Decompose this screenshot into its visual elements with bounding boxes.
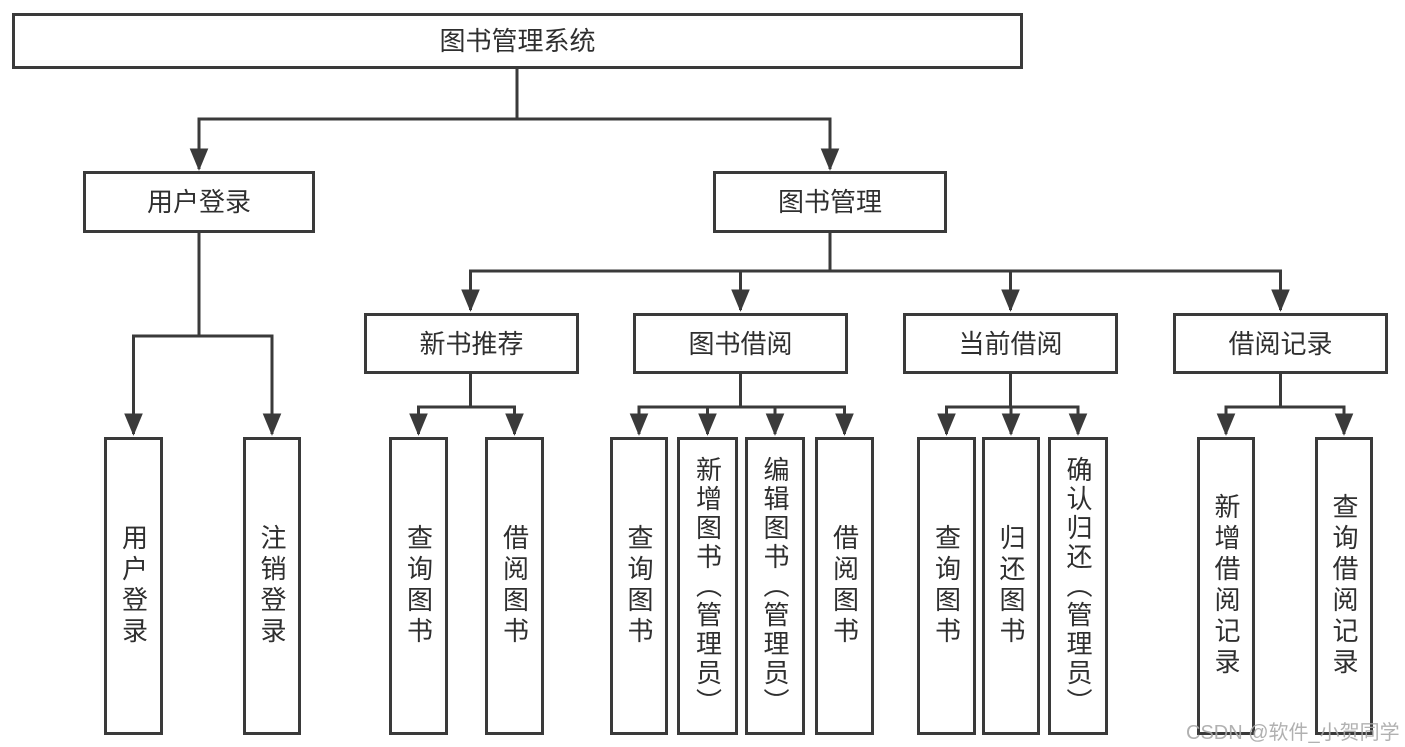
leaf-query-books-current: 查询图书 [917, 437, 976, 735]
leaf-borrow-books-borrowing: 借阅图书 [815, 437, 874, 735]
leaf-logout: 注销登录 [243, 437, 301, 735]
node-borrowing-records: 借阅记录 [1173, 313, 1388, 374]
node-label: 借阅记录 [1228, 328, 1333, 359]
node-label: 新增借阅记录 [1211, 493, 1241, 679]
node-label: 图书借阅 [688, 328, 793, 359]
leaf-borrow-books-recommend: 借阅图书 [485, 437, 544, 735]
node-book-management: 图书管理 [713, 171, 947, 233]
leaf-add-borrow-record: 新增借阅记录 [1197, 437, 1255, 735]
leaf-confirm-return-admin: 确认归还（管理员） [1048, 437, 1108, 735]
node-user-login: 用户登录 [83, 171, 315, 233]
node-label: 编辑图书（管理员） [760, 455, 790, 717]
node-label: 图书管理 [777, 187, 882, 217]
node-label: 查询图书 [403, 524, 434, 648]
node-label: 借阅图书 [499, 524, 530, 648]
node-label: 归还图书 [996, 524, 1026, 648]
leaf-query-books-borrowing: 查询图书 [610, 437, 668, 735]
leaf-add-book-admin: 新增图书（管理员） [677, 437, 738, 735]
leaf-user-login: 用户登录 [104, 437, 163, 735]
node-label: 用户登录 [146, 187, 251, 217]
node-label: 图书管理系统 [439, 26, 596, 56]
node-library-management-system: 图书管理系统 [12, 13, 1023, 69]
node-label: 注销登录 [257, 524, 287, 648]
leaf-query-borrow-record: 查询借阅记录 [1315, 437, 1373, 735]
node-label: 查询图书 [931, 524, 962, 648]
node-label: 查询图书 [624, 524, 654, 648]
node-label: 确认归还（管理员） [1063, 455, 1093, 717]
node-label: 当前借阅 [958, 328, 1063, 359]
csdn-watermark: CSDN @软件_小贺同学 [1186, 722, 1400, 744]
node-label: 查询借阅记录 [1329, 493, 1359, 679]
leaf-query-books-recommend: 查询图书 [389, 437, 448, 735]
leaf-edit-book-admin: 编辑图书（管理员） [745, 437, 805, 735]
leaf-return-books: 归还图书 [982, 437, 1040, 735]
node-book-borrowing: 图书借阅 [633, 313, 848, 374]
node-label: 新增图书（管理员） [692, 455, 723, 717]
node-label: 新书推荐 [419, 328, 524, 359]
node-current-borrowing: 当前借阅 [903, 313, 1118, 374]
node-label: 借阅图书 [829, 524, 860, 648]
node-new-book-recommend: 新书推荐 [364, 313, 579, 374]
node-label: 用户登录 [118, 524, 149, 648]
